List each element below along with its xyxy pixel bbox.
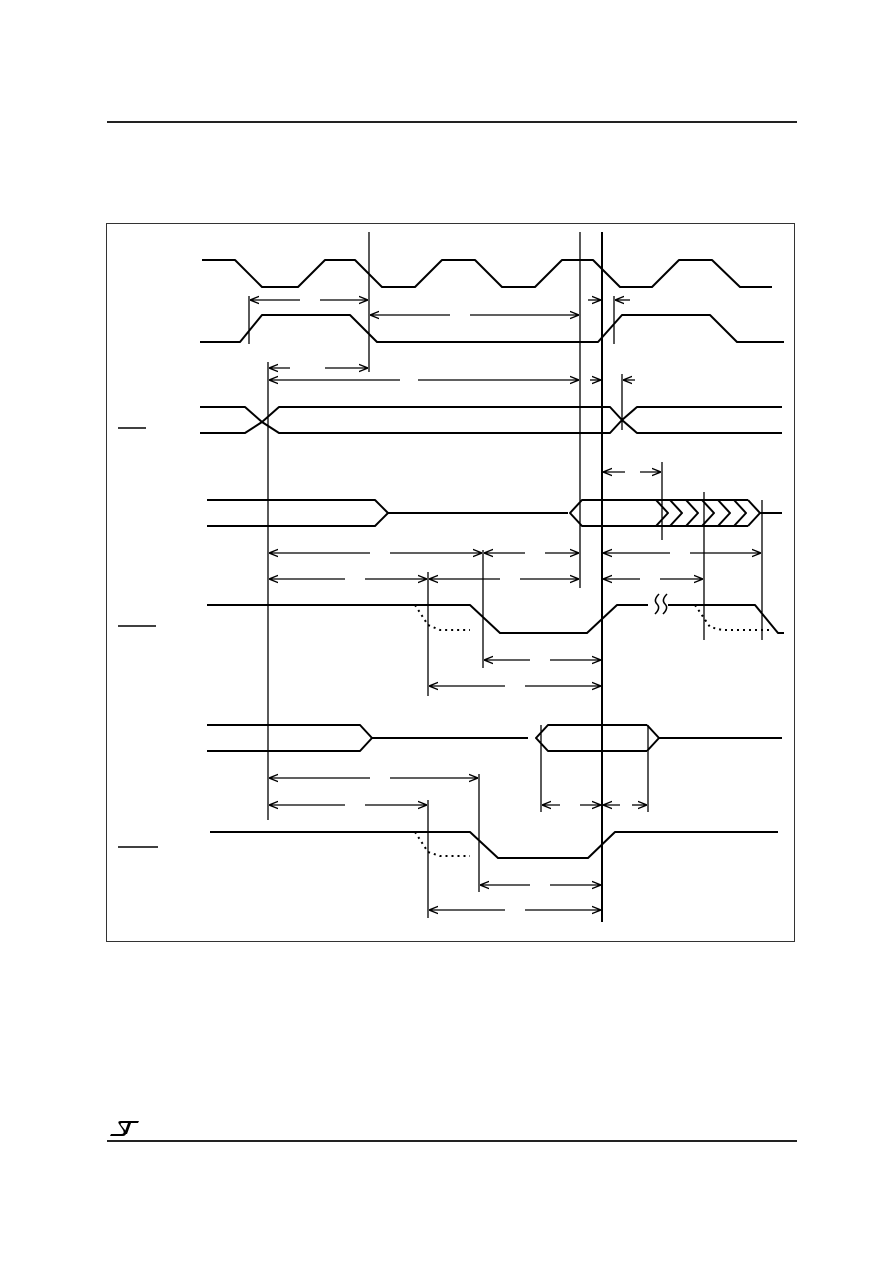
clock-a-waveform xyxy=(202,259,772,288)
strobe-1-dotted xyxy=(414,604,772,631)
signal-overbars xyxy=(118,427,158,848)
st-logo-icon xyxy=(110,1121,139,1136)
reference-lines xyxy=(248,232,763,922)
address-bus-waveform xyxy=(200,406,782,434)
timing-arrows xyxy=(250,300,761,910)
clock-b-waveform xyxy=(200,314,784,343)
data-out-bus-waveform xyxy=(207,499,782,527)
data-in-bus-waveform xyxy=(207,724,782,752)
strobe-2-waveform xyxy=(210,831,778,859)
strobe-2-dotted xyxy=(414,831,470,857)
strobe-1-waveform xyxy=(207,593,784,634)
timing-diagram-frame xyxy=(106,223,795,942)
header-rule xyxy=(107,121,797,123)
footer-rule xyxy=(107,1140,797,1142)
